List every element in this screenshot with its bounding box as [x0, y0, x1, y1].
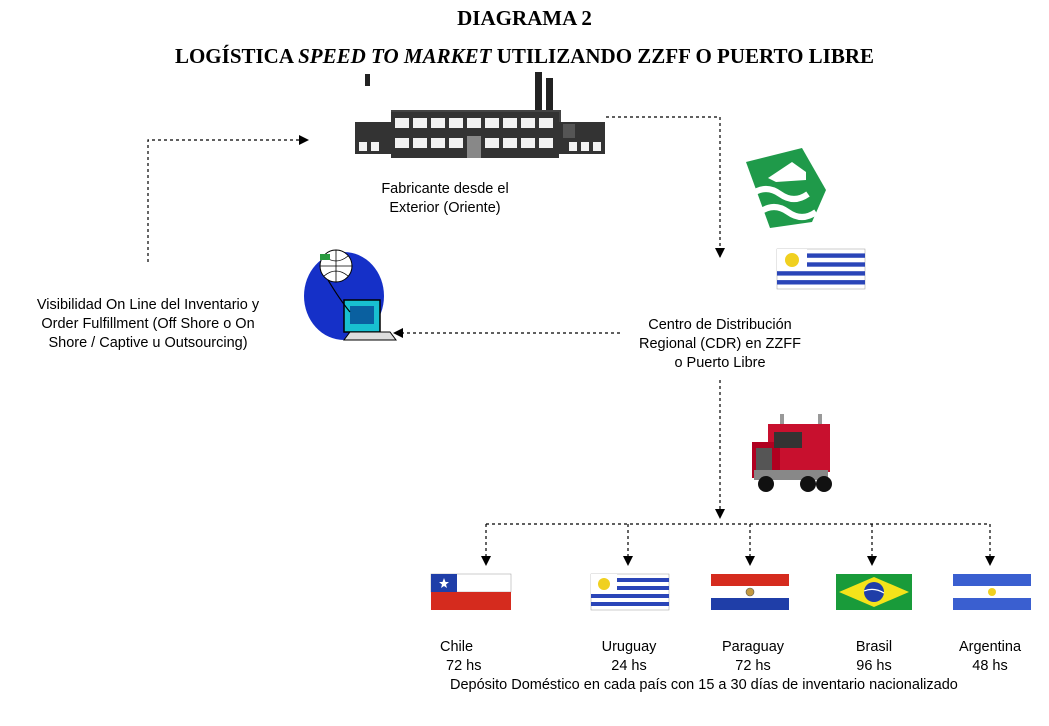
cdr-label: Centro de Distribución Regional (CDR) en… — [639, 317, 801, 371]
country-chile: Chile 72 hs — [412, 638, 502, 676]
connector-manufacturer-to-cdr — [606, 116, 725, 258]
brazil-flag — [836, 574, 912, 610]
country-argentina: Argentina 48 hs — [945, 638, 1035, 676]
computer-globe-icon — [304, 249, 397, 341]
port-logo-icon — [746, 148, 826, 228]
country-brazil: Brasil 96 hs — [829, 638, 919, 676]
country-time: 72 hs — [735, 658, 771, 674]
argentina-flag — [953, 574, 1031, 610]
factory-icon — [355, 72, 605, 158]
country-time: 96 hs — [856, 658, 892, 674]
uruguay-flag — [590, 573, 670, 611]
country-time: 72 hs — [446, 658, 482, 674]
country-name: Chile — [440, 639, 474, 655]
country-uruguay: Uruguay 24 hs — [584, 638, 674, 676]
truck-icon — [752, 414, 832, 492]
footnote: Depósito Doméstico en cada país con 15 a… — [450, 677, 958, 693]
diagram-number: DIAGRAMA 2 — [457, 6, 592, 30]
manufacturer-label: Fabricante desde el Exterior (Oriente) — [381, 181, 509, 216]
country-name: Paraguay — [721, 639, 785, 655]
country-name: Uruguay — [601, 639, 657, 655]
cdr-uruguay-flag — [776, 248, 866, 290]
visibility-label: Visibilidad On Line del Inventario y Ord… — [36, 297, 260, 351]
chile-flag — [430, 573, 512, 610]
country-name: Brasil — [855, 639, 893, 655]
paraguay-flag — [711, 574, 789, 610]
country-time: 24 hs — [611, 658, 647, 674]
country-time: 48 hs — [972, 658, 1008, 674]
connector-visibility-to-manufacturer — [147, 135, 309, 262]
country-name: Argentina — [958, 639, 1022, 655]
country-paraguay: Paraguay 72 hs — [708, 638, 798, 676]
diagram-title: LOGÍSTICA SPEED TO MARKET UTILIZANDO ZZF… — [174, 44, 875, 68]
